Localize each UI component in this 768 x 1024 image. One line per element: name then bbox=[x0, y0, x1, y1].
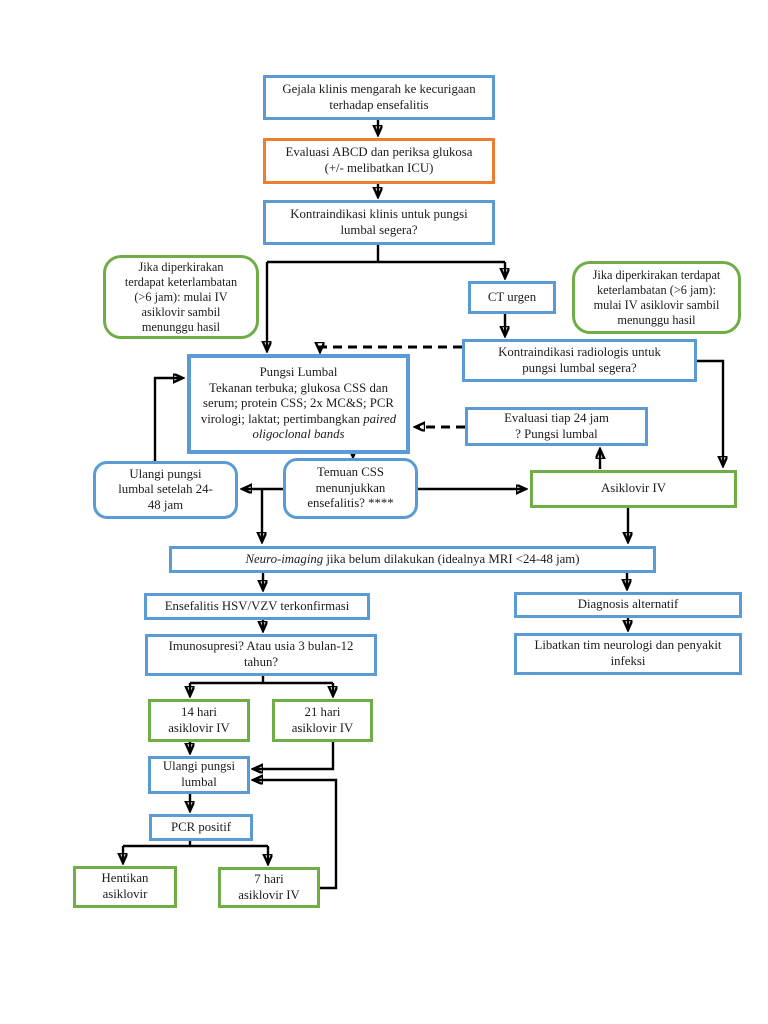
pungsi-lumbal-italic: paired oligoclonal bands bbox=[252, 411, 397, 442]
node-gejala-klinis: Gejala klinis mengarah ke kecurigaan ter… bbox=[263, 75, 495, 120]
node-jika-keterlambatan-kanan: Jika diperkirakan terdapat keterlambatan… bbox=[572, 261, 741, 334]
neuro-imaging-italic: Neuro-imaging bbox=[245, 551, 324, 566]
neuro-imaging-rest: jika belum dilakukan (idealnya MRI <24-4… bbox=[323, 551, 580, 566]
connector-hari7-ulangipungsi bbox=[254, 780, 338, 890]
node-hentikan-asiklovir: Hentikan asiklovir bbox=[73, 866, 177, 908]
pungsi-lumbal-title: Pungsi Lumbal bbox=[259, 364, 338, 379]
node-neuro-imaging: Neuro-imaging jika belum dilakukan (idea… bbox=[169, 546, 656, 573]
node-ensefalitis-hsv-vzv: Ensefalitis HSV/VZV terkonfirmasi bbox=[144, 593, 370, 620]
node-21-hari-asiklovir: 21 hari asiklovir IV bbox=[272, 699, 373, 742]
connector-radiologis-asiklovir bbox=[697, 359, 723, 465]
neuro-imaging-text: Neuro-imaging jika belum dilakukan (idea… bbox=[245, 552, 579, 568]
node-jika-keterlambatan-kiri: Jika diperkirakan terdapat keterlambatan… bbox=[103, 255, 259, 339]
pungsi-lumbal-body: Tekanan terbuka; glukosa CSS dan serum; … bbox=[200, 380, 394, 426]
node-evaluasi-abcd: Evaluasi ABCD dan periksa glukosa (+/- m… bbox=[263, 138, 495, 184]
node-kontraindikasi-radiologis: Kontraindikasi radiologis untuk pungsi l… bbox=[462, 339, 697, 382]
node-kontraindikasi-klinis: Kontraindikasi klinis untuk pungsi lumba… bbox=[263, 200, 495, 245]
connector-ulangi24-pungsi bbox=[153, 378, 182, 461]
node-14-hari-asiklovir: 14 hari asiklovir IV bbox=[148, 699, 250, 742]
node-evaluasi-tiap-24-jam: Evaluasi tiap 24 jam ? Pungsi lumbal bbox=[465, 407, 648, 446]
node-imunosupresi: Imunosupresi? Atau usia 3 bulan-12 tahun… bbox=[145, 634, 377, 676]
node-ulangi-pungsi-24-48: Ulangi pungsi lumbal setelah 24- 48 jam bbox=[93, 461, 238, 519]
node-pcr-positif: PCR positif bbox=[149, 814, 253, 841]
node-ulangi-pungsi-lumbal: Ulangi pungsi lumbal bbox=[148, 756, 250, 794]
connector-branch3-top bbox=[123, 841, 268, 848]
connector-dashed-radiologis-pungsi bbox=[320, 347, 462, 351]
connector-branch-top bbox=[267, 245, 505, 264]
connector-hari21-ulangipungsi bbox=[254, 742, 335, 769]
node-asiklovir-iv: Asiklovir IV bbox=[530, 470, 737, 508]
node-7-hari-asiklovir: 7 hari asiklovir IV bbox=[218, 867, 320, 908]
connector-branch2-top bbox=[190, 676, 333, 685]
node-ct-urgen: CT urgen bbox=[468, 281, 556, 314]
node-temuan-css: Temuan CSS menunjukkan ensefalitis? **** bbox=[283, 458, 418, 519]
node-diagnosis-alternatif: Diagnosis alternatif bbox=[514, 592, 742, 618]
node-libatkan-tim: Libatkan tim neurologi dan penyakit infe… bbox=[514, 633, 742, 675]
